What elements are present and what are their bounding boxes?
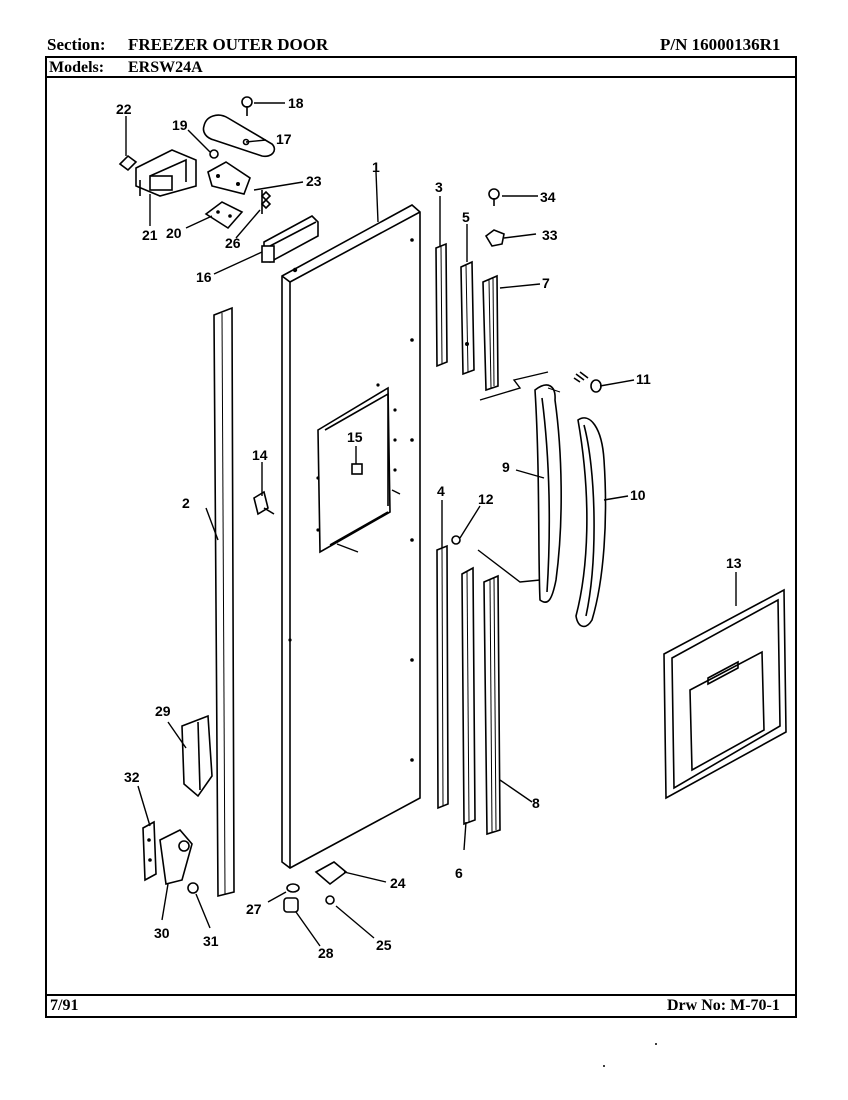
callout-21: 21 <box>142 227 158 243</box>
callout-30: 30 <box>154 925 170 941</box>
callout-32: 32 <box>124 769 140 785</box>
callout-29: 29 <box>155 703 171 719</box>
lower-hinge-screw <box>187 882 199 894</box>
dispenser-bezel <box>663 588 787 800</box>
callout-3: 3 <box>435 179 443 195</box>
callout-13: 13 <box>726 555 742 571</box>
callout-28: 28 <box>318 945 334 961</box>
trim-strip-upper <box>435 242 448 368</box>
callout-labels: 1 2 3 4 5 6 7 8 9 10 11 12 13 14 15 16 1… <box>116 95 742 961</box>
leader-lines <box>125 102 737 947</box>
callout-19: 19 <box>172 117 188 133</box>
callout-10: 10 <box>630 487 646 503</box>
lower-hinge-shim <box>142 820 157 882</box>
models-label: Models: <box>49 59 105 76</box>
section-label: Section: <box>47 35 106 54</box>
handle-cover-lower <box>483 574 501 836</box>
callout-15: 15 <box>347 429 363 445</box>
callout-2: 2 <box>182 495 190 511</box>
door-gasket-strip <box>213 306 235 898</box>
door-panel <box>281 204 421 869</box>
bushing <box>283 897 299 913</box>
handle-nut-33 <box>484 229 505 247</box>
callout-9: 9 <box>502 459 510 475</box>
callout-5: 5 <box>462 209 470 225</box>
callout-1: 1 <box>372 159 380 175</box>
lower-hinge-cover <box>181 714 213 798</box>
handle-cover-upper <box>482 274 499 392</box>
hinge-bracket <box>135 149 197 197</box>
door-handle <box>534 384 562 604</box>
drawing-number: Drw No: M-70-1 <box>667 997 780 1014</box>
section-title: FREEZER OUTER DOOR <box>128 35 329 54</box>
actuator-14 <box>253 490 275 516</box>
bushing-washer <box>286 883 300 893</box>
hinge-screw-small <box>209 149 219 159</box>
callout-33: 33 <box>542 227 558 243</box>
callout-11: 11 <box>636 371 651 387</box>
models-value: ERSW24A <box>128 59 203 76</box>
callout-27: 27 <box>246 901 262 917</box>
handle-screw-12 <box>451 535 461 545</box>
models-row <box>45 58 797 78</box>
callout-23: 23 <box>306 173 322 189</box>
callout-8: 8 <box>532 795 540 811</box>
part-number: P/N 16000136R1 <box>660 35 781 54</box>
callout-18: 18 <box>288 95 304 111</box>
callout-4: 4 <box>437 483 445 499</box>
callout-34: 34 <box>540 189 556 205</box>
handle-mount-upper <box>460 260 475 376</box>
lower-hinge <box>159 829 193 885</box>
handle-trim-cover <box>575 417 607 628</box>
handle-mount-lower <box>461 566 476 826</box>
handle-screw-11 <box>573 371 602 393</box>
switch-15 <box>351 463 363 475</box>
hinge-spring <box>260 190 272 210</box>
footer-date: 7/91 <box>50 997 79 1014</box>
callout-7: 7 <box>542 275 550 291</box>
cam-screw <box>325 895 335 905</box>
hinge-screw-top <box>241 96 253 116</box>
hinge-shim <box>204 201 244 230</box>
hinge-plate <box>207 161 251 195</box>
callout-22: 22 <box>116 101 132 117</box>
callout-31: 31 <box>203 933 219 949</box>
footer-row <box>45 994 797 1018</box>
callout-26: 26 <box>225 235 241 251</box>
diagram-frame <box>45 56 797 1018</box>
callout-20: 20 <box>166 225 182 241</box>
callout-12: 12 <box>478 491 494 507</box>
callout-16: 16 <box>196 269 212 285</box>
door-closer-cam <box>314 861 348 886</box>
trim-strip-lower <box>436 544 449 810</box>
callout-25: 25 <box>376 937 392 953</box>
handle-screw-34 <box>488 188 500 206</box>
callout-17: 17 <box>276 131 292 147</box>
callout-6: 6 <box>455 865 463 881</box>
hinge-clip <box>118 154 138 172</box>
door-stop-bracket <box>261 215 319 263</box>
callout-14: 14 <box>252 447 268 463</box>
callout-24: 24 <box>390 875 406 891</box>
